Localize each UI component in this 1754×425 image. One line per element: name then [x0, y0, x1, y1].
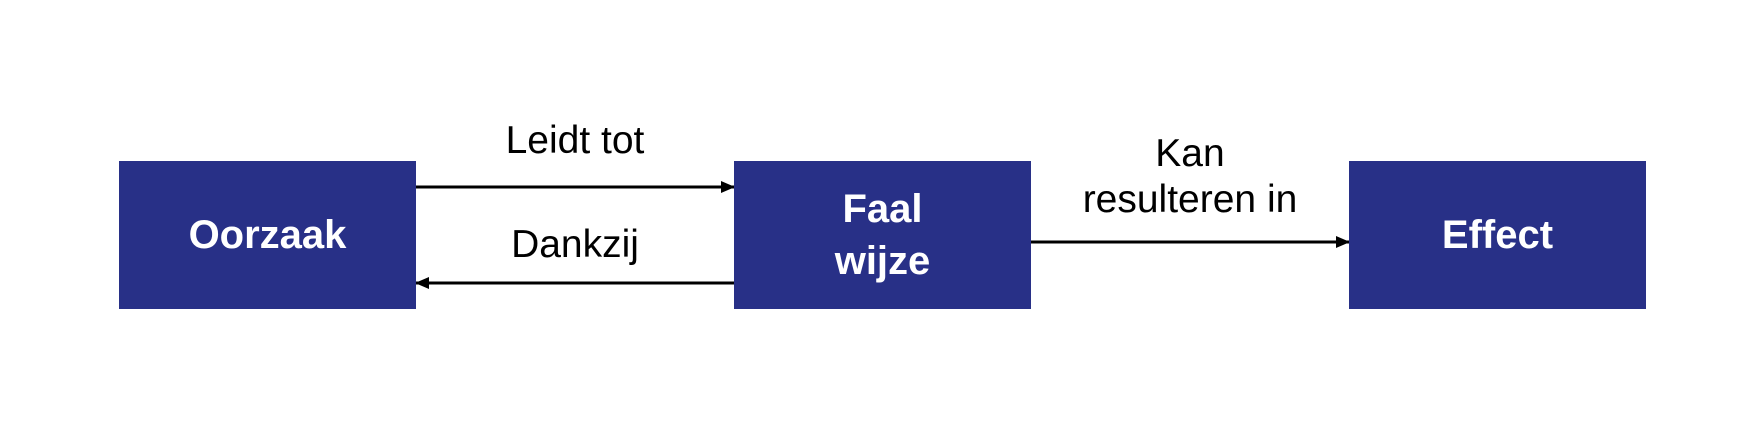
- node-cause-label: Oorzaak: [188, 213, 347, 257]
- edge-label-leads-to: Leidt tot: [505, 119, 645, 162]
- node-cause: Oorzaak: [119, 161, 416, 309]
- edge-label-thanks-to: Dankzij: [511, 223, 639, 266]
- node-effect-label: Effect: [1441, 213, 1554, 257]
- node-effect: Effect: [1349, 161, 1646, 309]
- node-failure-mode-label: Faal wijze: [834, 187, 931, 283]
- node-failure-mode: Faal wijze: [734, 161, 1031, 309]
- edge-label-can-result-in: Kan resulteren in: [1082, 132, 1298, 221]
